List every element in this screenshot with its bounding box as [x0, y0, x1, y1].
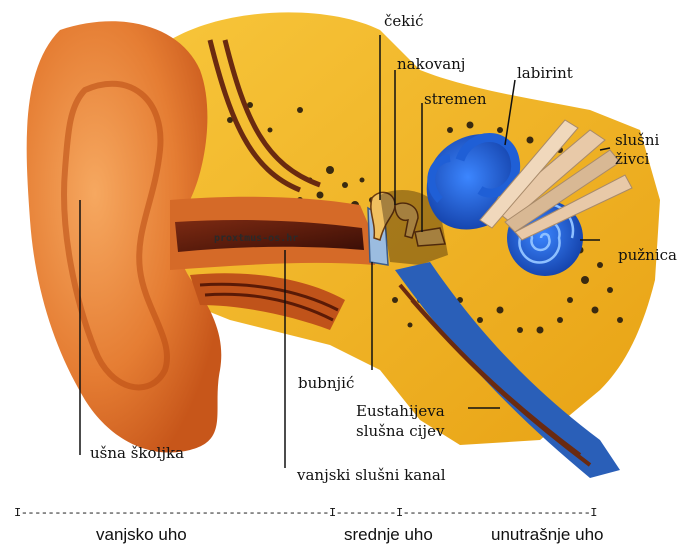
watermark: proxtmus-os.hr: [214, 233, 298, 244]
label-bubnjic: bubnjić: [298, 376, 354, 391]
label-puznica: pužnica: [618, 248, 677, 263]
label-nakovanj: nakovanj: [397, 57, 465, 72]
label-cekic: čekić: [384, 14, 424, 29]
label-vanjski-kanal: vanjski slušni kanal: [297, 468, 446, 483]
label-slusni-zivci-line2: živci: [615, 152, 649, 167]
section-inner-ear: unutrašnje uho: [491, 526, 603, 543]
section-ruler: I---------------------------------------…: [14, 507, 597, 519]
label-stremen: stremen: [424, 92, 487, 107]
label-labirint: labirint: [517, 66, 573, 81]
label-eustahijeva-line1: Eustahijeva: [356, 404, 445, 419]
label-slusni-zivci-line1: slušni: [615, 133, 659, 148]
section-outer-ear: vanjsko uho: [96, 526, 187, 543]
label-usna-skoljka: ušna školjka: [90, 446, 184, 461]
section-middle-ear: srednje uho: [344, 526, 433, 543]
label-eustahijeva-line2: slušna cijev: [356, 424, 444, 439]
